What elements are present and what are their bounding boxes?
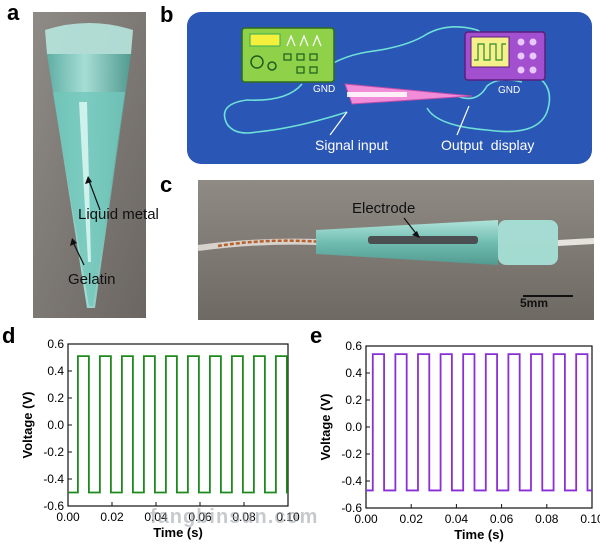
wire-left [223,83,348,134]
chart-e-xtick-label: 0.08 [535,512,559,526]
schematic-diagram: GND GND Signal input Output display [187,12,592,164]
label-signal-input: Signal input [315,137,388,153]
chart-d-xtick-label: 0.08 [232,510,256,524]
chart-d-xlabel: Time (s) [153,525,203,540]
signal-generator-icon [241,27,335,83]
chart-d-xtick-label: 0.06 [188,510,212,524]
chart-d-series-line [68,355,288,494]
chart-d-ytick-label: -0.6 [43,499,64,513]
panel-letter-e: e [310,323,323,348]
chart-e-xtick-label: 0.00 [354,512,378,526]
chart-e-xtick-label: 0.06 [490,512,514,526]
panel-letter-b: b [160,2,174,27]
label-scale-bar: 5mm [520,296,549,310]
photo-electrode [198,180,594,320]
label-electrode: Electrode [352,200,416,217]
chart-e-ytick-label: 0.6 [345,339,362,353]
chart-d-xtick-label: 0.02 [100,510,124,524]
oscilloscope-icon [464,31,546,81]
watermark-text: fangbinsun.com [150,506,319,528]
wire-right-loop [426,71,551,133]
chart-e-xtick-label: 0.02 [400,512,424,526]
chart-d-xtick-label: 0.10 [276,510,300,524]
panel-letter-d: d [2,323,16,348]
pointer-signal-input [329,111,348,136]
chart-d-ytick-label: 0.6 [47,337,64,351]
label-gnd-left: GND [313,84,335,95]
chart-d-frame [67,343,289,507]
panel-letter-c: c [160,172,173,197]
pointer-output [456,105,470,136]
chart-e-frame [365,345,593,509]
cone-electrode-icon [344,83,473,105]
chart-d-ytick-label: -0.2 [43,445,64,459]
panel-letter-a: a [7,0,20,25]
chart-e-ytick-label: 0.2 [345,393,362,407]
chart-e-ytick-label: -0.2 [341,447,362,461]
chart-e-xlabel: Time (s) [454,527,504,542]
chart-d-ytick-label: 0.0 [47,418,64,432]
label-gelatin: Gelatin [68,271,116,288]
voltage-chart-e: -0.6 -0.4 -0.2 0.0 0.2 0.4 0.6 0.00 0.02 0.04 0.06… [318,339,600,542]
chart-d-xtick-label: 0.04 [144,510,168,524]
chart-d-ylabel: Voltage (V) [20,392,35,459]
chart-e-ytick-label: 0.4 [345,366,362,380]
chart-e-ytick-label: -0.6 [341,501,362,515]
chart-d-ytick-label: 0.4 [47,364,64,378]
chart-d-xtick-label: 0.00 [56,510,80,524]
chart-e-xtick-label: 0.04 [445,512,469,526]
chart-e-ytick-label: 0.0 [345,420,362,434]
chart-e-ytick-label: -0.4 [341,474,362,488]
label-output-display: Output display [441,137,534,153]
chart-d-ytick-label: -0.4 [43,472,64,486]
chart-e-series-line [366,353,592,492]
chart-e-xtick-label: 0.10 [580,512,600,526]
label-gnd-right: GND [498,85,520,96]
voltage-chart-d: -0.6 -0.4 -0.2 0.0 0.2 0.4 0.6 0.00 0.02 0.04 0.06… [20,337,300,540]
chart-e-ylabel: Voltage (V) [318,394,333,461]
chart-d-ytick-label: 0.2 [47,391,64,405]
label-liquid-metal: Liquid metal [78,206,159,223]
